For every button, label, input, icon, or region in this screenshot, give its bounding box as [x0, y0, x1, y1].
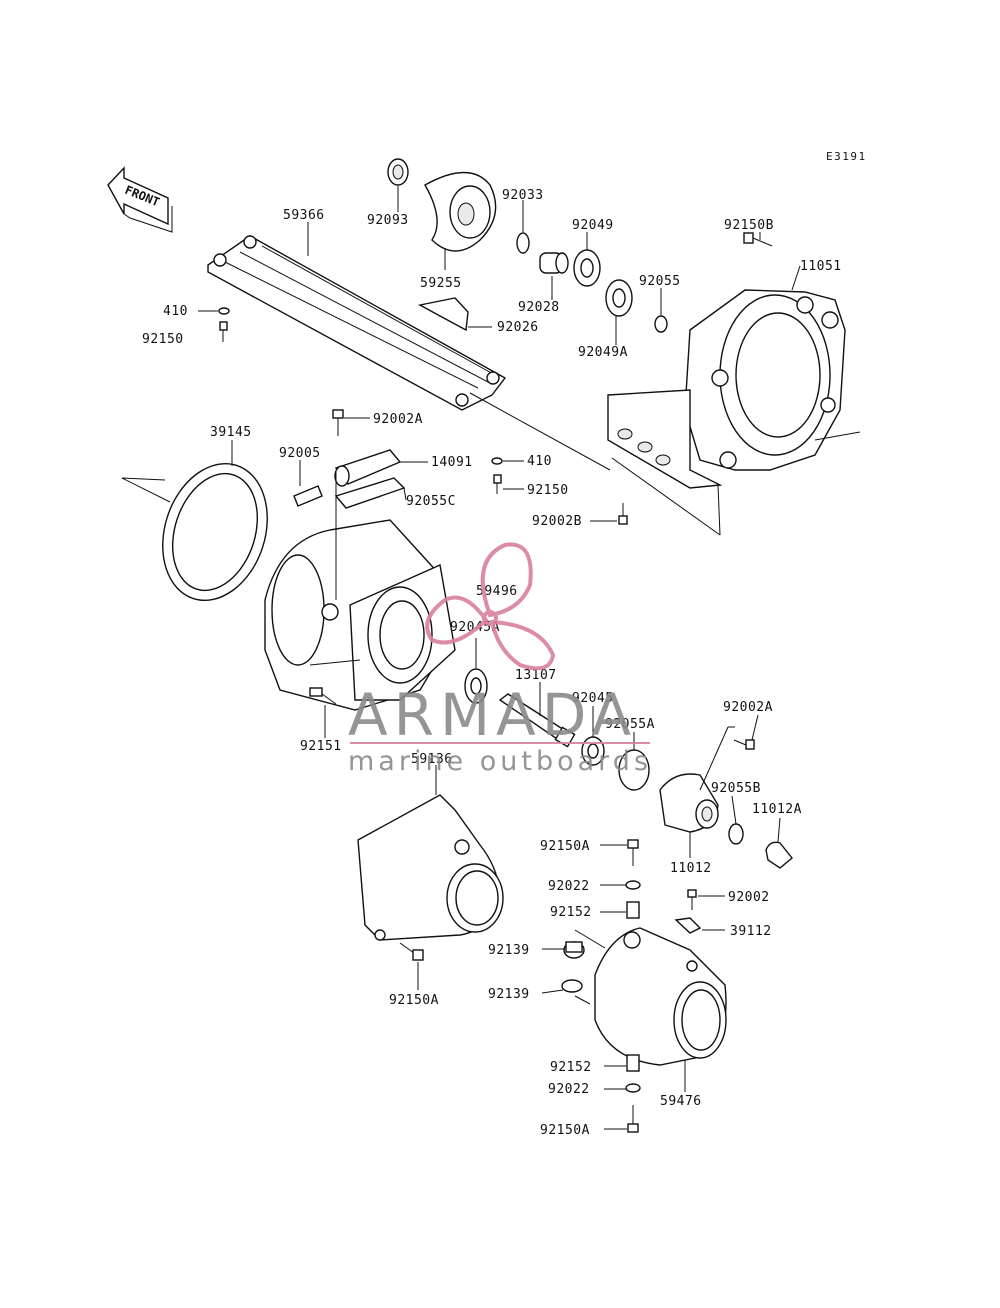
housing-11051 — [607, 289, 846, 489]
shaft-13107 — [498, 693, 576, 748]
diagram-code: E3191 — [826, 150, 867, 163]
mounting-plate-59366 — [207, 235, 507, 411]
label-11051: 11051 — [800, 259, 842, 274]
collar-92152-1 — [626, 901, 640, 919]
impeller-59255 — [424, 171, 497, 252]
label-92022-1: 92022 — [548, 879, 590, 894]
steering-nozzle-59476 — [594, 927, 727, 1066]
label-92150a: 92150 — [142, 332, 184, 347]
o-ring-92055 — [654, 315, 668, 333]
label-92033: 92033 — [502, 188, 544, 203]
label-92151: 92151 — [300, 739, 342, 754]
bolt-92002 — [687, 889, 697, 910]
label-92002A-right: 92002A — [723, 700, 773, 715]
leader-lines — [121, 186, 861, 1130]
watermark-title: ARMADA — [348, 681, 637, 749]
label-410b: 410 — [527, 454, 552, 469]
lever-39112 — [674, 917, 702, 934]
fitting-92005 — [293, 485, 323, 507]
label-11012: 11012 — [670, 861, 712, 876]
washer-92022-1 — [625, 880, 641, 890]
label-11012A: 11012A — [752, 802, 802, 817]
label-92002B: 92002B — [532, 514, 582, 529]
bolt-92150A-r1 — [627, 839, 639, 866]
sleeve-92028 — [539, 252, 569, 274]
bolt-92150A-left — [399, 942, 424, 961]
bolt-92002A-top — [332, 409, 344, 436]
washer-92022-2 — [625, 1083, 641, 1093]
front-arrow-icon: FRONT — [107, 166, 173, 233]
bolt-92002A-right — [733, 739, 755, 750]
bolt-92150b — [493, 474, 502, 494]
bolt-92151 — [309, 687, 337, 705]
washer-410b — [491, 457, 503, 465]
circlip-92033 — [516, 232, 530, 254]
seal-92093 — [387, 158, 409, 186]
o-ring-92055B — [728, 823, 744, 845]
bolt-92150A-r2 — [627, 1105, 639, 1133]
bearing-92045A — [464, 668, 488, 704]
cover-92026 — [417, 297, 469, 332]
label-92150A-r1: 92150A — [540, 839, 590, 854]
label-59476: 59476 — [660, 1094, 702, 1109]
nozzle-59136 — [357, 794, 504, 941]
watermark-subtitle: marine outboards — [348, 746, 652, 777]
label-92055C: 92055C — [406, 494, 456, 509]
label-92150A-r2: 92150A — [540, 1123, 590, 1138]
label-92028: 92028 — [518, 300, 560, 315]
bearing-92049A — [605, 279, 633, 317]
washer-410a — [218, 307, 230, 315]
bolt-92002B — [618, 503, 628, 525]
label-92139-2: 92139 — [488, 987, 530, 1002]
label-92139-1: 92139 — [488, 943, 530, 958]
ring-39145 — [162, 462, 268, 602]
label-59136: 59136 — [411, 752, 453, 767]
label-92150b: 92150 — [527, 483, 569, 498]
label-92150A-left: 92150A — [389, 993, 439, 1008]
pump-case-59496 — [264, 519, 456, 711]
label-39145: 39145 — [210, 425, 252, 440]
label-39112: 39112 — [730, 924, 772, 939]
label-92026: 92026 — [497, 320, 539, 335]
label-410a: 410 — [163, 304, 188, 319]
label-92022-2: 92022 — [548, 1082, 590, 1097]
label-92152-1: 92152 — [550, 905, 592, 920]
label-92002: 92002 — [728, 890, 770, 905]
label-92005: 92005 — [279, 446, 321, 461]
label-92049A: 92049A — [578, 345, 628, 360]
label-92002A-top: 92002A — [373, 412, 423, 427]
watermark: ARMADA marine outboards — [348, 542, 652, 777]
bolt-92150B — [743, 232, 773, 247]
cap-11012A — [765, 841, 793, 869]
bushing-92139-2 — [561, 979, 583, 993]
label-92093: 92093 — [367, 213, 409, 228]
cap-11012 — [659, 773, 719, 833]
label-59255: 59255 — [420, 276, 462, 291]
label-13107: 13107 — [515, 668, 557, 683]
label-92055: 92055 — [639, 274, 681, 289]
bearing-92049 — [573, 249, 601, 287]
label-92150B: 92150B — [724, 218, 774, 233]
label-92152-2: 92152 — [550, 1060, 592, 1075]
label-14091: 14091 — [431, 455, 473, 470]
bolt-92150a — [219, 321, 228, 342]
label-59366: 59366 — [283, 208, 325, 223]
propeller-logo-icon — [425, 542, 556, 671]
bushing-92139-1 — [563, 941, 585, 959]
label-92055B: 92055B — [711, 781, 761, 796]
label-92045: 92045 — [572, 691, 614, 706]
collar-92152-2 — [626, 1054, 640, 1072]
label-92049: 92049 — [572, 218, 614, 233]
label-92055A: 92055A — [605, 717, 655, 732]
